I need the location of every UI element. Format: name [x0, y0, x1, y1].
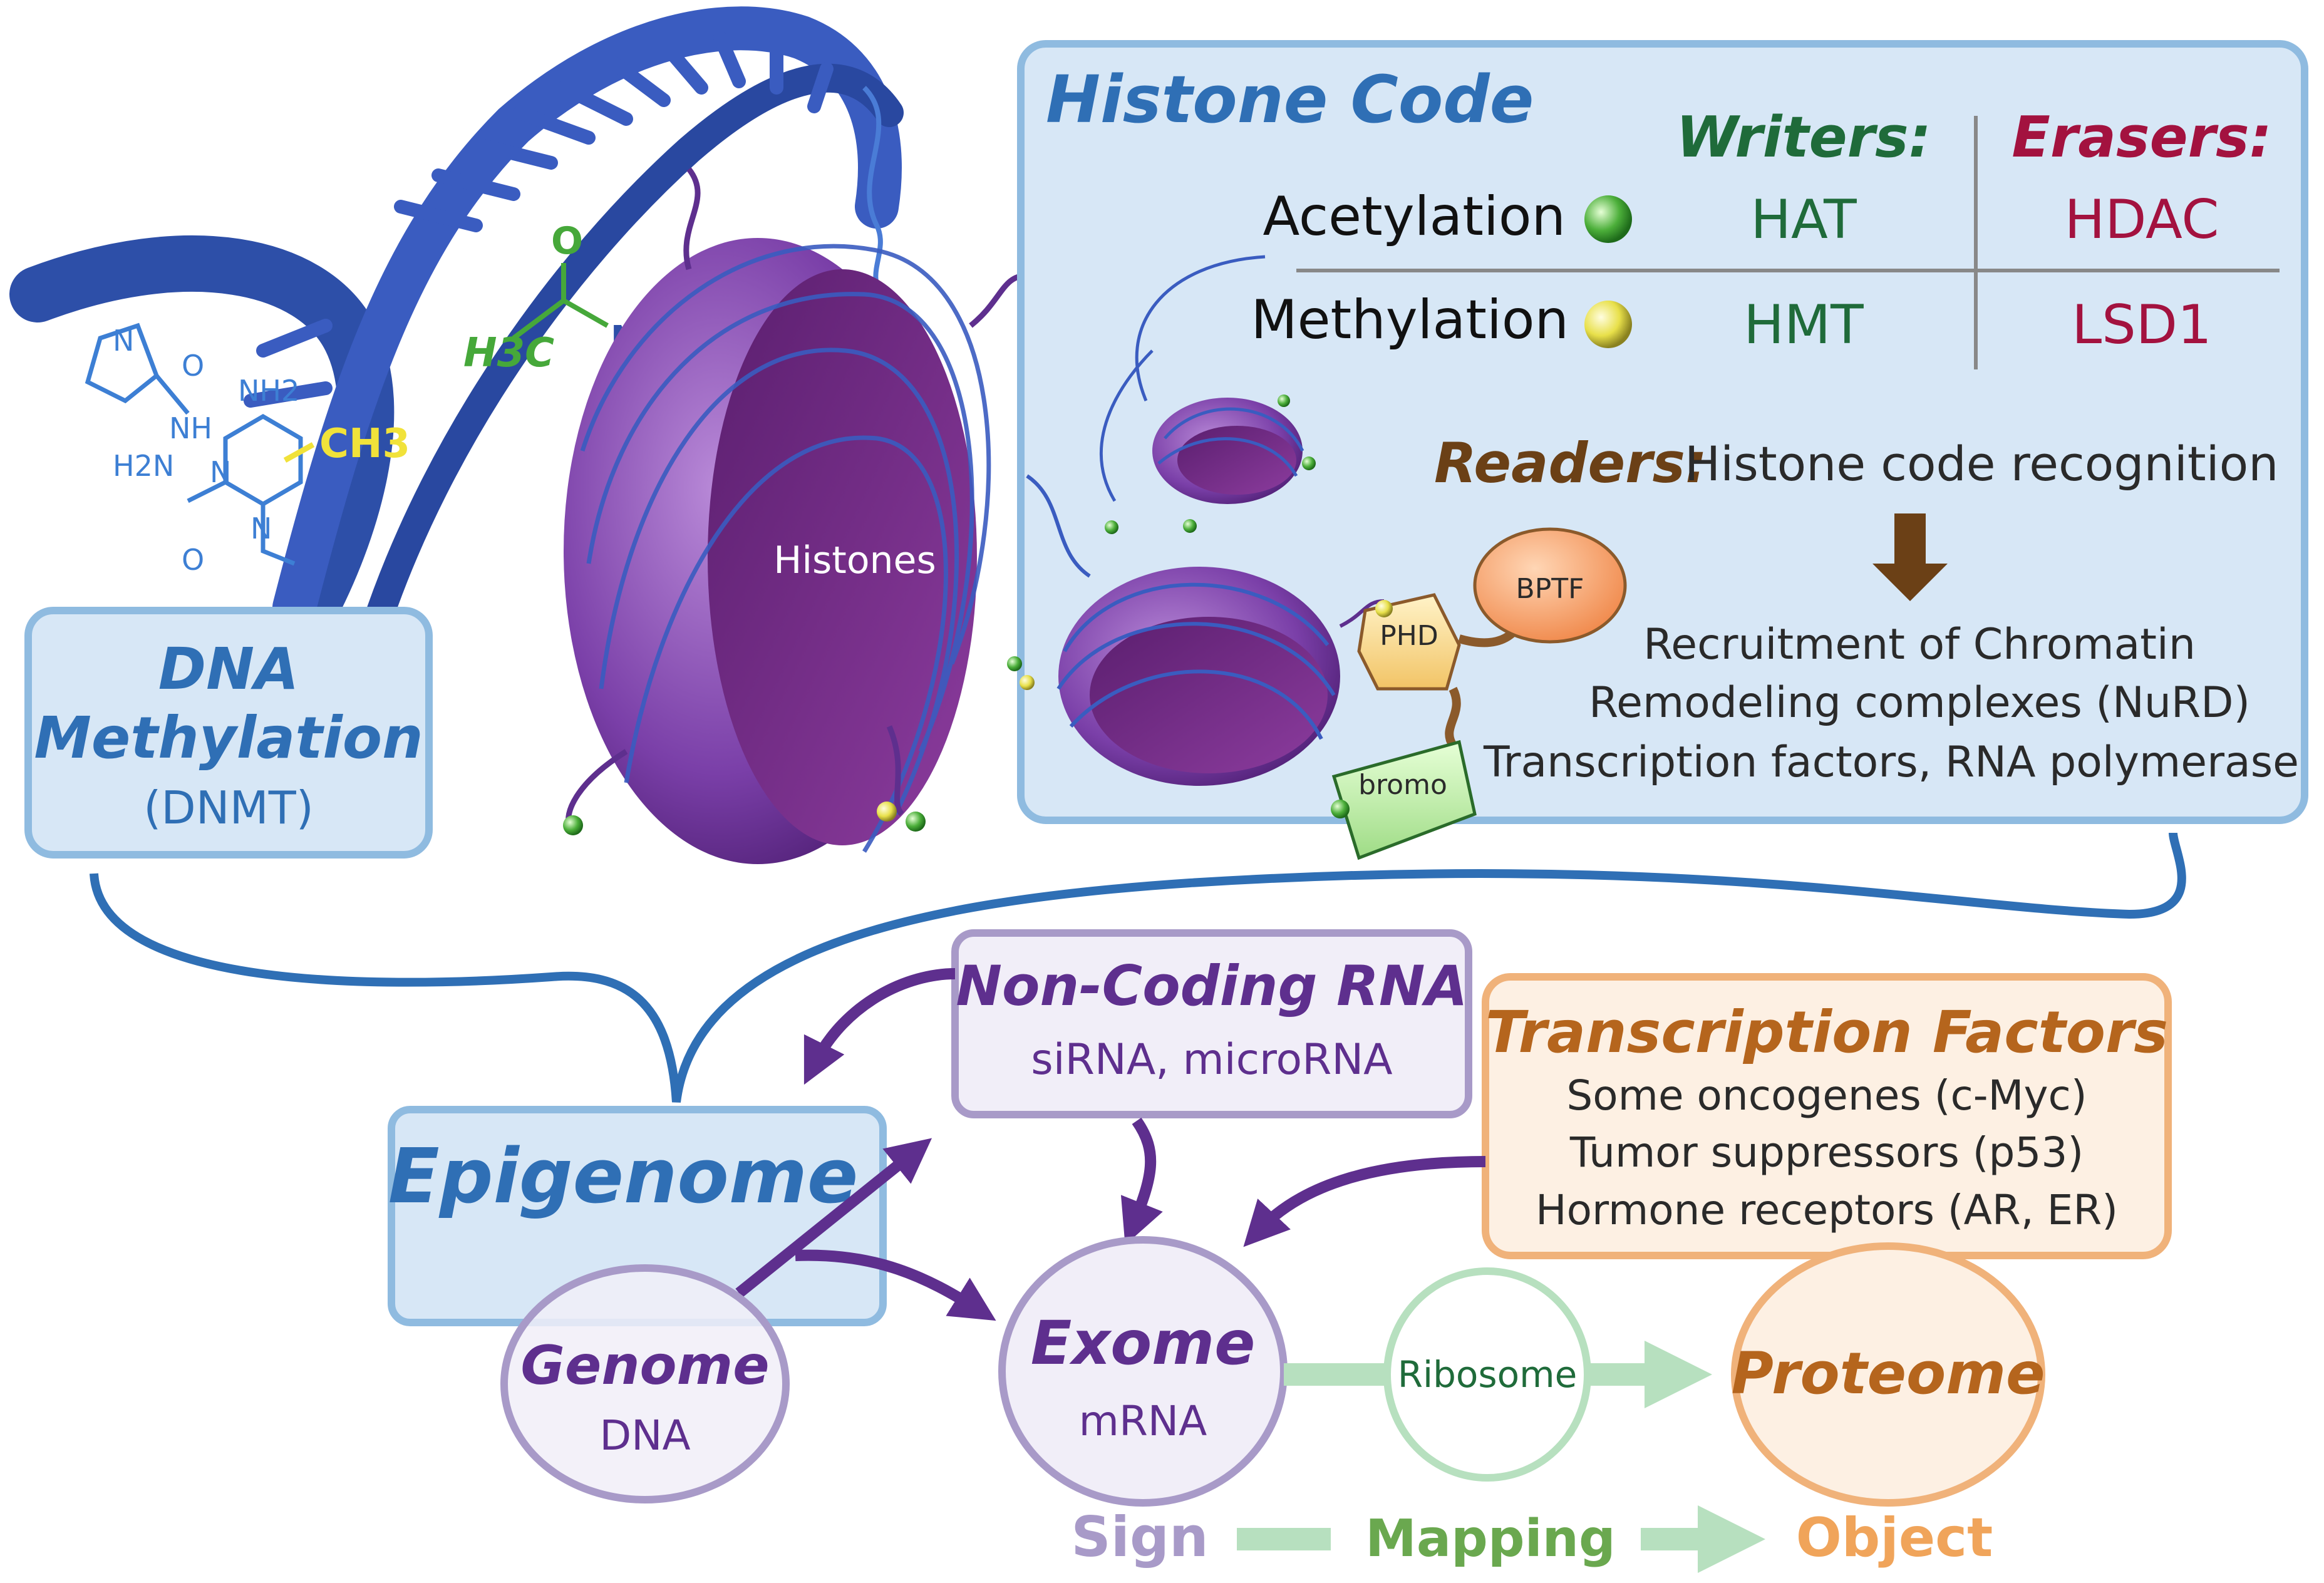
chem-label-o2: O [182, 349, 204, 383]
dna-methylation-panel: DNA Methylation (DNMT) [24, 607, 433, 859]
erasers-header: Erasers: [2012, 105, 2271, 170]
exome-node: Exome mRNA [998, 1236, 1288, 1507]
transcription-factors-title: Transcription Factors [1485, 999, 2168, 1066]
bromo-domain [1331, 740, 1477, 860]
tf-item-2: Tumor suppressors (p53) [1569, 1128, 2084, 1177]
recruitment-line-3: Transcription factors, RNA polymerase [1483, 738, 2299, 787]
legend-sign: Sign [1071, 1505, 1208, 1569]
histones-label: Histones [773, 539, 936, 582]
bromo-label: bromo [1358, 769, 1447, 801]
readers-label: Readers: [1434, 431, 1707, 495]
small-nucleosomes [1007, 255, 1385, 786]
writers-header: Writers: [1676, 105, 1931, 170]
chem-label-n: N [210, 455, 231, 489]
methyl-group: CH3 [283, 421, 410, 467]
chem-label-nh2: NH2 [238, 374, 299, 408]
exome-subtitle: mRNA [1079, 1397, 1207, 1445]
dna-methylation-title-1: DNA [158, 636, 299, 703]
tf-item-3: Hormone receptors (AR, ER) [1536, 1186, 2118, 1234]
non-coding-rna-subtitle: siRNA, microRNA [1031, 1035, 1392, 1085]
dna-base-pairs [244, 31, 834, 408]
chem-label-nh: NH [169, 411, 212, 445]
ribosome-node: Ribosome [1383, 1267, 1591, 1482]
tf-item-1: Some oncogenes (c-Myc) [1566, 1071, 2087, 1120]
readers-down-arrow [1872, 513, 1948, 601]
methylation-dot [1584, 301, 1632, 348]
chem-label-o: O [182, 543, 204, 577]
arrow-genome-to-ncrna [735, 1138, 932, 1298]
phd-label: PHD [1380, 620, 1438, 652]
legend-object: Object [1796, 1507, 1993, 1569]
recruitment-line-1: Recruitment of Chromatin [1643, 620, 2196, 669]
non-coding-rna-title: Non-Coding RNA [956, 954, 1467, 1018]
genome-subtitle: DNA [599, 1411, 690, 1460]
cytosine-structure [85, 322, 303, 566]
flow-arrows [735, 968, 1486, 1321]
histone-code-title: Histone Code [1046, 61, 1534, 138]
arrow-genome-to-exome [795, 1249, 996, 1321]
non-coding-rna-node: Non-Coding RNA siRNA, microRNA [951, 929, 1472, 1118]
chem-label-h2n: H2N [113, 449, 174, 483]
dna-strand-lower [9, 235, 395, 654]
histone-drum-face [708, 269, 977, 845]
genome-ellipse [500, 1264, 790, 1503]
histone-drum-graphic: Histones [563, 167, 1036, 864]
row-eraser: LSD1 [2072, 294, 2211, 356]
dna-thin-tail [862, 86, 886, 296]
row-mark-label: Methylation [1251, 289, 1569, 351]
sign-mapping-object-legend: Sign Mapping Object [1071, 1505, 1993, 1573]
phd-domain [1357, 593, 1461, 691]
chem-label-fn: N [113, 324, 134, 358]
readers-text: Histone code recognition [1685, 436, 2278, 492]
genome-title: Genome [520, 1334, 769, 1397]
row-mark-label: Acetylation [1263, 185, 1566, 248]
arrow-tf-to-exome [1243, 1156, 1486, 1247]
bptf-label: BPTF [1516, 573, 1584, 605]
epigenome-label: Epigenome [388, 1133, 859, 1220]
dna-methylation-subtitle: (DNMT) [143, 781, 314, 834]
acetylation-dot [1584, 195, 1632, 243]
histone-dna-wrap [580, 244, 991, 853]
exome-title: Exome [1031, 1308, 1256, 1378]
acetyl-h3c-label: H3C [463, 330, 554, 376]
transcription-factors-node: Transcription Factors Some oncogenes (c-… [1482, 973, 2172, 1259]
arrow-ncrna-to-epigenome [803, 968, 956, 1085]
cytosine-labels: NH2 N O N H2N NH N O [113, 324, 299, 577]
row-acetylation: Acetylation HAT HDAC [1263, 185, 2219, 251]
bptf-domain [1473, 527, 1627, 644]
proteome-label: Proteome [1731, 1340, 2045, 1407]
reader-domains: BPTF PHD bromo [1331, 527, 1627, 860]
histone-code-panel: Histone Code Writers: Erasers: Acetylati… [1007, 40, 2308, 860]
chem-label-n2: N [250, 512, 272, 545]
methyl-label: CH3 [319, 421, 410, 467]
acetyl-o-label: O [551, 219, 583, 263]
legend-mapping: Mapping [1365, 1509, 1616, 1569]
row-writer: HAT [1750, 188, 1857, 251]
ribosome-ellipse [1383, 1267, 1591, 1482]
recruitment-line-2: Remodeling complexes (NuRD) [1589, 678, 2250, 728]
dna-helix-graphic [9, 6, 904, 654]
genome-node: Genome DNA [500, 1264, 790, 1503]
proteome-ellipse [1731, 1242, 2045, 1507]
ribosome-label: Ribosome [1398, 1353, 1578, 1396]
brace-connector [90, 832, 2186, 1103]
proteome-node: Proteome [1731, 1242, 2045, 1507]
row-methylation: Methylation HMT LSD1 [1251, 289, 2211, 356]
non-coding-rna-box [951, 929, 1472, 1118]
dna-methylation-box [24, 607, 433, 859]
arrow-ncrna-to-exome [1120, 1117, 1163, 1245]
row-eraser: HDAC [2065, 188, 2219, 251]
dna-methylation-title-2: Methylation [34, 704, 423, 771]
row-writer: HMT [1743, 294, 1864, 356]
